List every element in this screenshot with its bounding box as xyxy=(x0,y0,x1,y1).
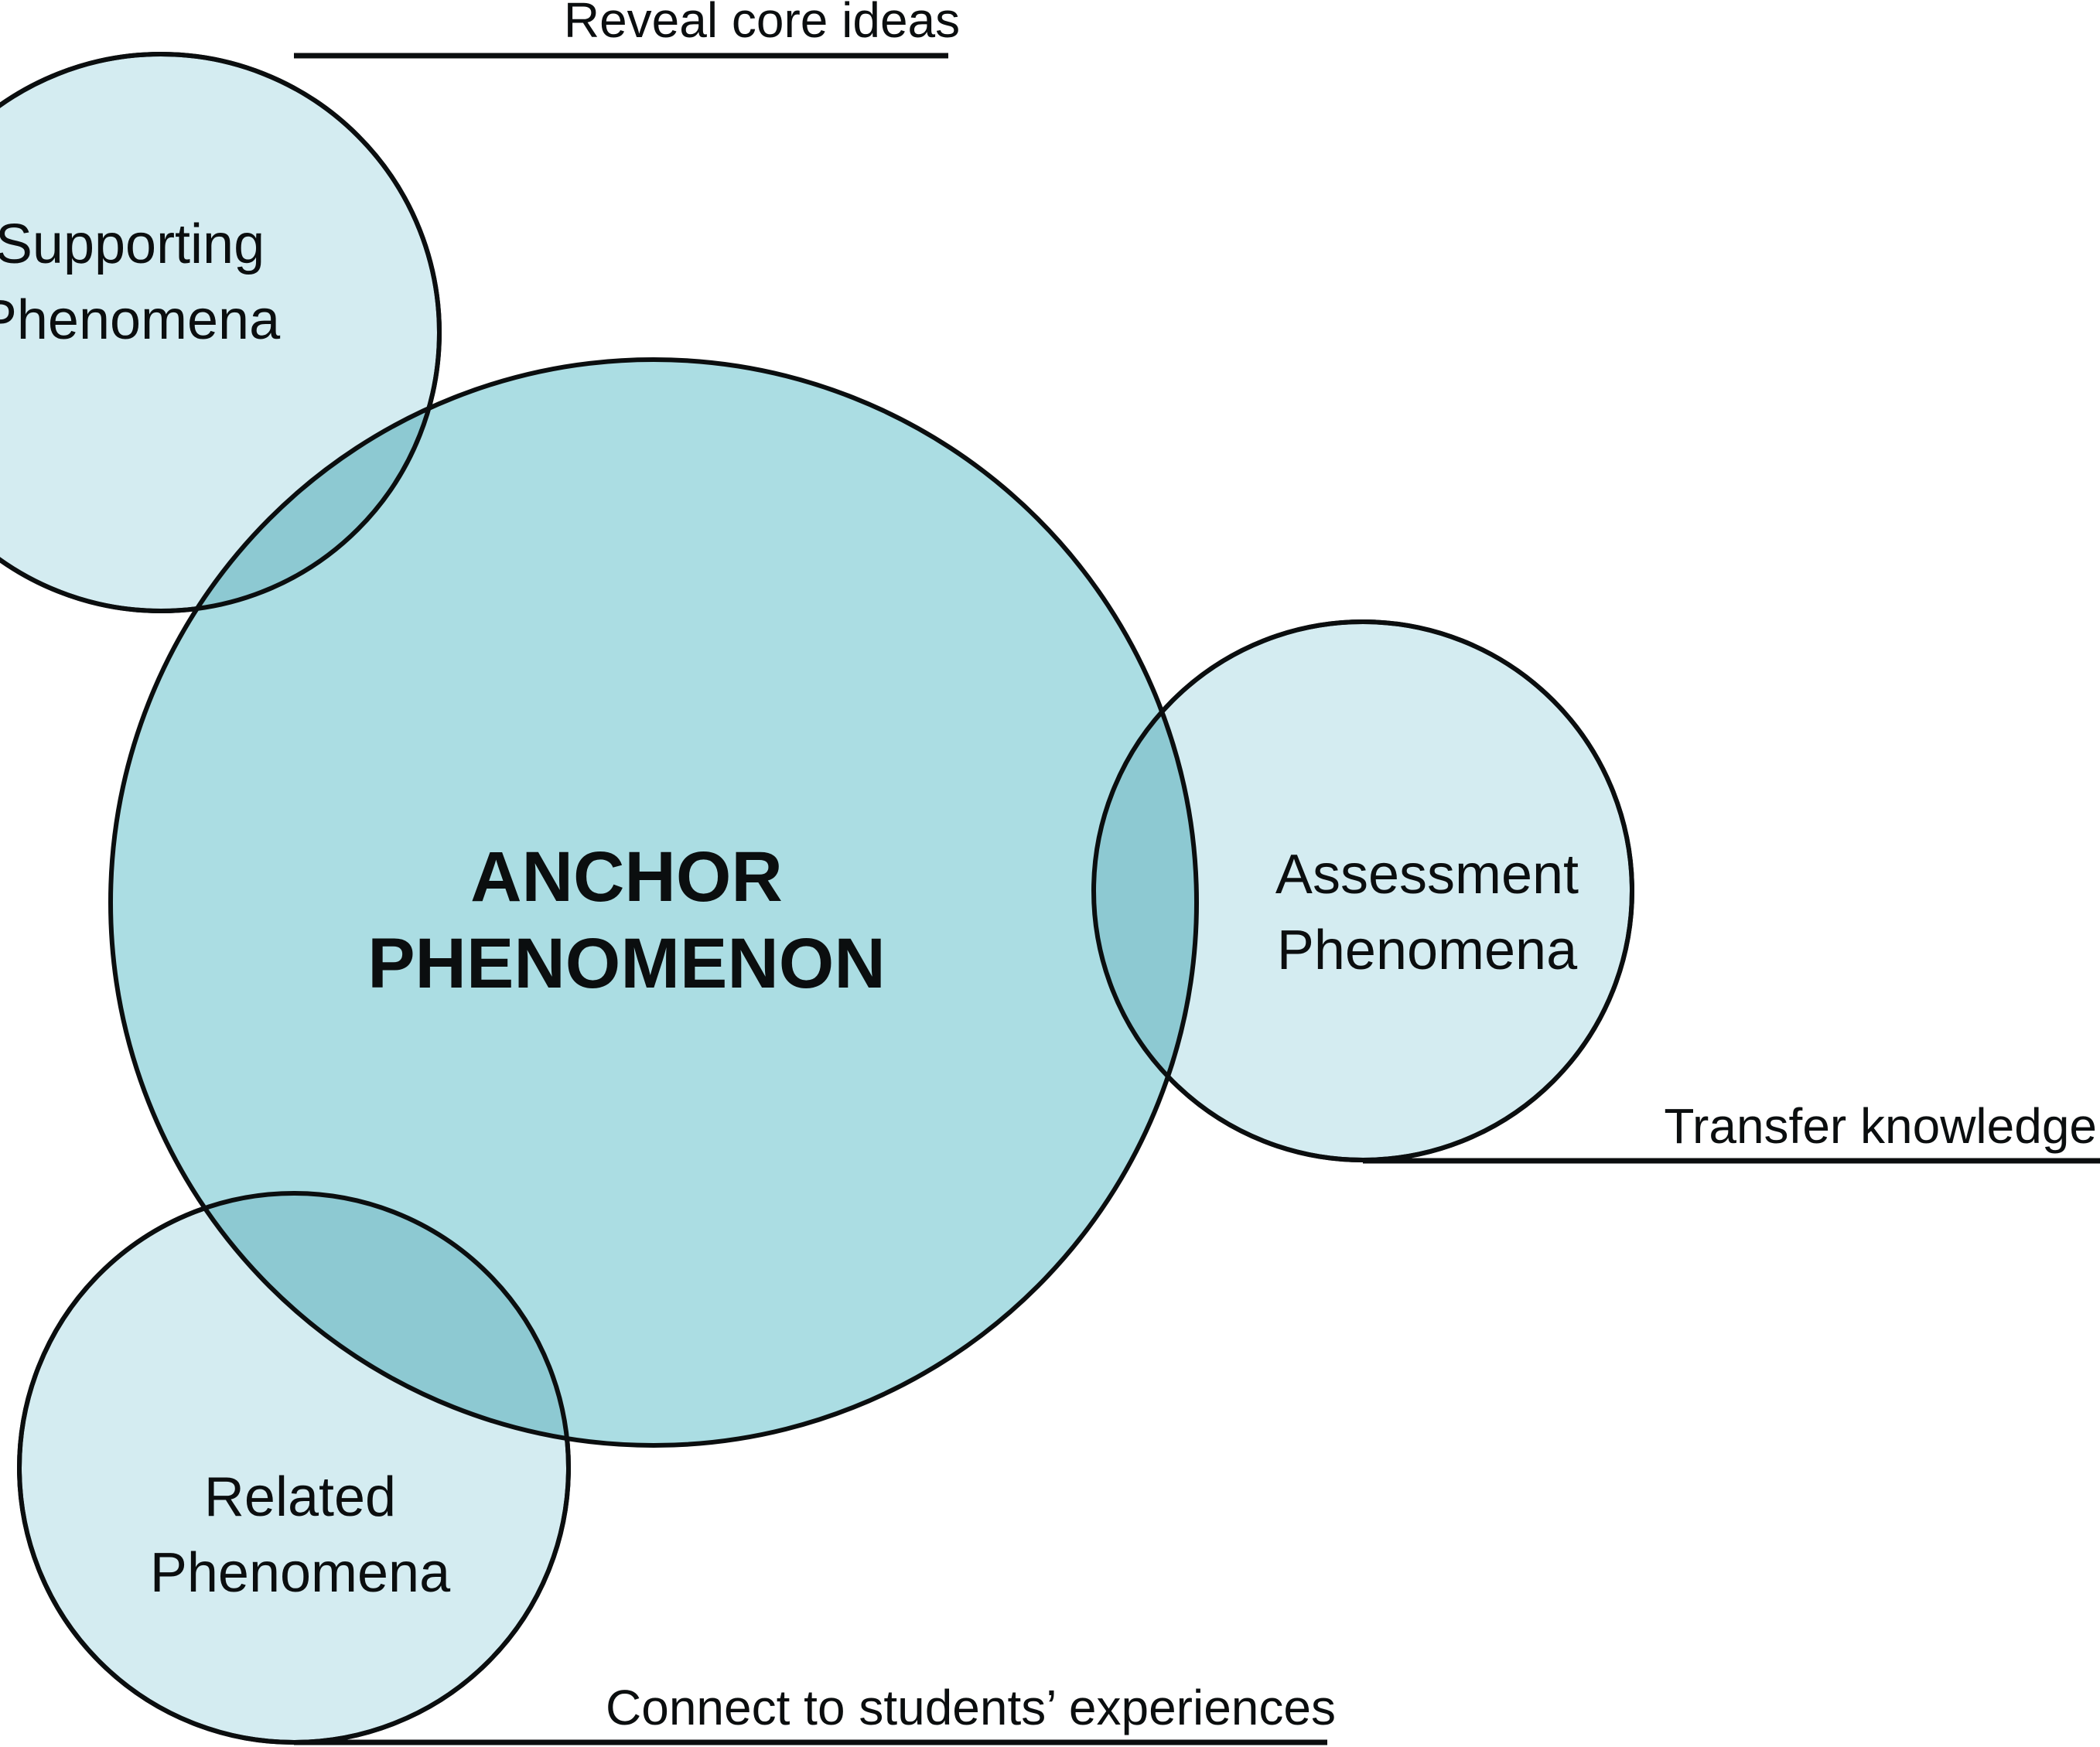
circle-anchor-phenomenon-fill[interactable] xyxy=(111,360,1197,1445)
connector-label-reveal-core-ideas: Reveal core ideas xyxy=(564,0,960,48)
circle-related-phenomena-outline xyxy=(17,1191,571,1745)
circle-supporting-phenomena-outline xyxy=(0,52,442,613)
label-supporting-line-2: Phenomena xyxy=(0,289,281,351)
label-assessment-line-2: Phenomena xyxy=(1277,920,1578,981)
label-anchor-line-2: PHENOMENON xyxy=(367,924,886,1003)
circle-assessment-phenomena-outline xyxy=(1091,619,1634,1162)
circle-anchor-phenomenon-outline xyxy=(108,357,1199,1448)
connector-label-transfer-knowledge: Transfer knowledge xyxy=(1664,1098,2097,1154)
label-related-line-2: Phenomena xyxy=(150,1542,451,1604)
connector-label-connect-to-students-experiences: Connect to students’ experiences xyxy=(606,1680,1336,1735)
label-anchor-line-1: ANCHOR xyxy=(470,838,783,916)
label-assessment-line-1: Assessment xyxy=(1275,844,1579,906)
label-related-line-1: Related xyxy=(204,1466,396,1528)
label-supporting-line-1: Supporting xyxy=(0,213,265,275)
